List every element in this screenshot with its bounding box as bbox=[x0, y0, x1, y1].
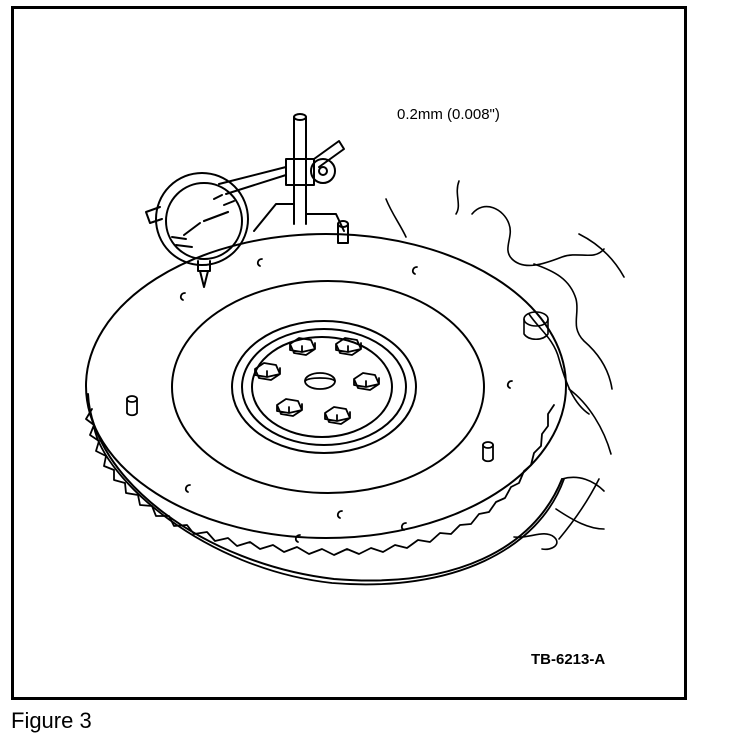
flywheel-bolts bbox=[254, 337, 380, 425]
figure-frame: 0.2mm (0.008") TB-6213-A bbox=[11, 6, 687, 700]
mounting-holes bbox=[179, 258, 513, 543]
dial-indicator-icon bbox=[145, 113, 349, 288]
figure-reference-code: TB-6213-A bbox=[531, 651, 606, 668]
figure-caption: Figure 3 bbox=[11, 708, 92, 733]
runout-specification-label: 0.2mm (0.008") bbox=[397, 106, 500, 123]
flywheel-dowels bbox=[126, 395, 494, 463]
flywheel-illustration bbox=[85, 113, 625, 586]
engine-block-icon bbox=[385, 180, 625, 551]
flywheel-icon bbox=[85, 233, 567, 586]
ring-gear-icon bbox=[85, 404, 565, 586]
